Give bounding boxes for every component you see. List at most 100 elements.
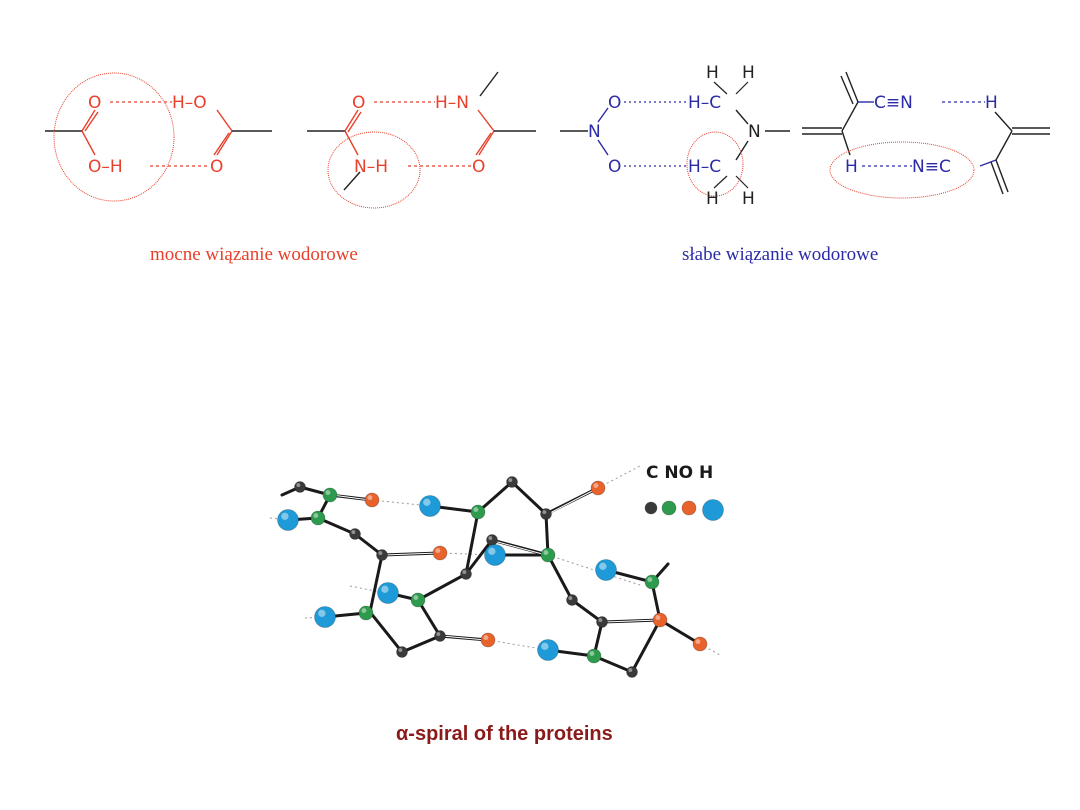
atom-c xyxy=(294,481,306,493)
atom-h: H xyxy=(706,63,719,83)
atom-highlight xyxy=(598,618,603,622)
atom-h: H xyxy=(985,93,998,113)
atom-o xyxy=(590,480,606,496)
atom-c xyxy=(596,616,608,628)
atom-highlight xyxy=(655,615,661,620)
atom-o xyxy=(480,632,496,648)
legend-atom-n xyxy=(661,500,677,516)
atom-h-c: H–C xyxy=(688,157,721,177)
atom-highlight xyxy=(318,609,326,617)
atom-h xyxy=(419,495,441,517)
atom-o: O xyxy=(88,93,101,113)
atom-n xyxy=(310,510,326,526)
atom-highlight xyxy=(508,478,513,483)
atom-o xyxy=(652,612,668,628)
atom-h-n: H–N xyxy=(435,93,469,113)
atom-h-o: H–O xyxy=(172,93,207,113)
atom-h-c: H–C xyxy=(688,93,721,113)
atom-highlight xyxy=(628,668,633,672)
alpha-spiral-title: α-spiral of the proteins xyxy=(396,723,613,745)
atom-highlight xyxy=(462,570,467,574)
atom-c xyxy=(566,594,578,606)
atom-h: H xyxy=(742,63,755,83)
carboxylic-acid-dimer: O H–O O–H O xyxy=(45,72,272,202)
weak-bond-group: N O O H–C H–C H H H H N xyxy=(560,63,1050,265)
atom-o: O xyxy=(210,157,223,177)
strong-bond-caption: mocne wiązanie wodorowe xyxy=(150,244,358,265)
atom-n xyxy=(586,648,602,664)
atom-n xyxy=(410,592,426,608)
amide-dimer: O H–N N–H O xyxy=(307,71,536,209)
atom-h xyxy=(377,582,399,604)
legend-atom-o xyxy=(681,500,697,516)
atom-o xyxy=(432,545,448,561)
legend-label: C NO H xyxy=(646,463,713,483)
atom-n xyxy=(644,574,660,590)
atom-c xyxy=(506,476,518,488)
atom-h: H xyxy=(742,189,755,209)
atoms-layer xyxy=(277,476,708,678)
strong-bond-group: O H–O O–H O O H–N N–H O xyxy=(45,71,536,265)
double-bonds xyxy=(331,488,659,641)
atom-highlight xyxy=(325,490,331,495)
atom-c xyxy=(486,534,498,546)
atom-c xyxy=(540,508,552,520)
atom-o: O xyxy=(352,93,365,113)
atom-highlight xyxy=(568,596,573,600)
atom-c xyxy=(626,666,638,678)
atom-highlight xyxy=(488,547,496,555)
atom-highlight xyxy=(542,510,547,514)
atom-highlight xyxy=(483,635,489,640)
atom-h xyxy=(277,509,299,531)
atom-highlight xyxy=(435,548,441,553)
atom-c xyxy=(434,630,446,642)
atom-h xyxy=(537,639,559,661)
atom-highlight xyxy=(647,577,653,582)
atom-highlight xyxy=(378,551,383,555)
atom-highlight xyxy=(473,507,479,512)
atom-n-h: N–H xyxy=(354,157,388,177)
atom-n: N xyxy=(748,122,761,142)
atom-highlight xyxy=(599,562,607,570)
nitro-methyl-pair: N O O H–C H–C H H H H N xyxy=(560,63,790,209)
atom-highlight xyxy=(695,639,701,644)
nitrile-pair: C≡N H H N≡C xyxy=(802,71,1050,199)
atom-o-h: O–H xyxy=(88,157,123,177)
legend-atoms xyxy=(644,499,724,521)
legend-atom-c xyxy=(644,501,658,515)
atom-o xyxy=(364,492,380,508)
atom-highlight xyxy=(413,595,419,600)
legend-atom-h xyxy=(702,499,724,521)
atom-h: H xyxy=(706,189,719,209)
atom-highlight xyxy=(593,483,599,488)
alpha-spiral-model: C NO H α-spiral of the proteins xyxy=(269,463,724,745)
atom-n-triple-c: N≡C xyxy=(912,157,951,177)
atom-highlight xyxy=(398,648,403,652)
atom-o: O xyxy=(608,93,621,113)
atom-h xyxy=(314,606,336,628)
atom-highlight xyxy=(313,513,319,518)
atom-n xyxy=(540,547,556,563)
atom-highlight xyxy=(436,632,441,636)
weak-bond-caption: słabe wiązanie wodorowe xyxy=(682,244,878,265)
atom-highlight xyxy=(381,585,389,593)
atom-highlight xyxy=(296,483,301,488)
atom-highlight xyxy=(589,651,595,656)
atom-n xyxy=(322,487,338,503)
atom-highlight xyxy=(543,550,549,555)
atom-n xyxy=(358,605,374,621)
atom-c xyxy=(460,568,472,580)
atom-highlight xyxy=(423,498,431,507)
atom-o: O xyxy=(472,157,485,177)
atom-highlight xyxy=(541,642,549,650)
atom-c xyxy=(396,646,408,658)
atom-highlight xyxy=(351,530,356,534)
atom-highlight xyxy=(488,536,493,540)
atom-highlight xyxy=(361,608,367,613)
atom-h xyxy=(484,544,506,566)
atom-highlight xyxy=(367,495,373,500)
atom-o xyxy=(692,636,708,652)
atom-c-triple-n: C≡N xyxy=(874,93,913,113)
atom-c xyxy=(349,528,361,540)
